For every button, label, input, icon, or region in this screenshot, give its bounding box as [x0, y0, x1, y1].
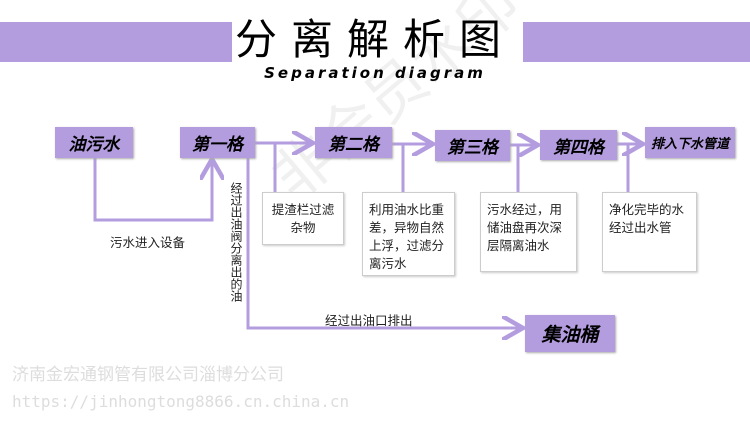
label-vertical-oil: 经过出油阀分离出的油 — [229, 182, 243, 302]
node-grid-4: 第四格 — [540, 130, 617, 160]
desc-grid-4: 净化完毕的水经过出水管 — [602, 192, 697, 272]
label-enter: 污水进入设备 — [110, 235, 186, 250]
arrow-enter — [93, 158, 212, 222]
footer-url: https://jinhongtong8866.cn.china.cn — [12, 392, 350, 411]
node-oily-water: 油污水 — [55, 127, 133, 158]
desc-links — [273, 143, 630, 192]
page-title: 分离解析图 — [234, 15, 515, 64]
page-subtitle: Separation diagram — [264, 64, 486, 82]
desc-grid-2: 利用油水比重差，异物自然上浮，过滤分离污水 — [362, 192, 455, 276]
label-outlet: 经过出油口排出 — [325, 313, 413, 328]
node-grid-1: 第一格 — [180, 127, 255, 158]
header-bar-left — [0, 22, 232, 62]
desc-grid-1: 提渣栏过滤杂物 — [262, 192, 344, 245]
node-grid-3: 第三格 — [435, 130, 510, 161]
arrow-oil — [246, 158, 520, 328]
footer-company: 济南金宏通钢管有限公司淄博分公司 — [12, 365, 284, 385]
header-bar-right — [523, 22, 750, 62]
node-drain: 排入下水管道 — [645, 127, 735, 158]
node-grid-2: 第二格 — [315, 127, 392, 158]
node-oil-bucket: 集油桶 — [525, 315, 615, 352]
desc-grid-3: 污水经过，用储油盘再次深层隔离油水 — [480, 192, 577, 272]
